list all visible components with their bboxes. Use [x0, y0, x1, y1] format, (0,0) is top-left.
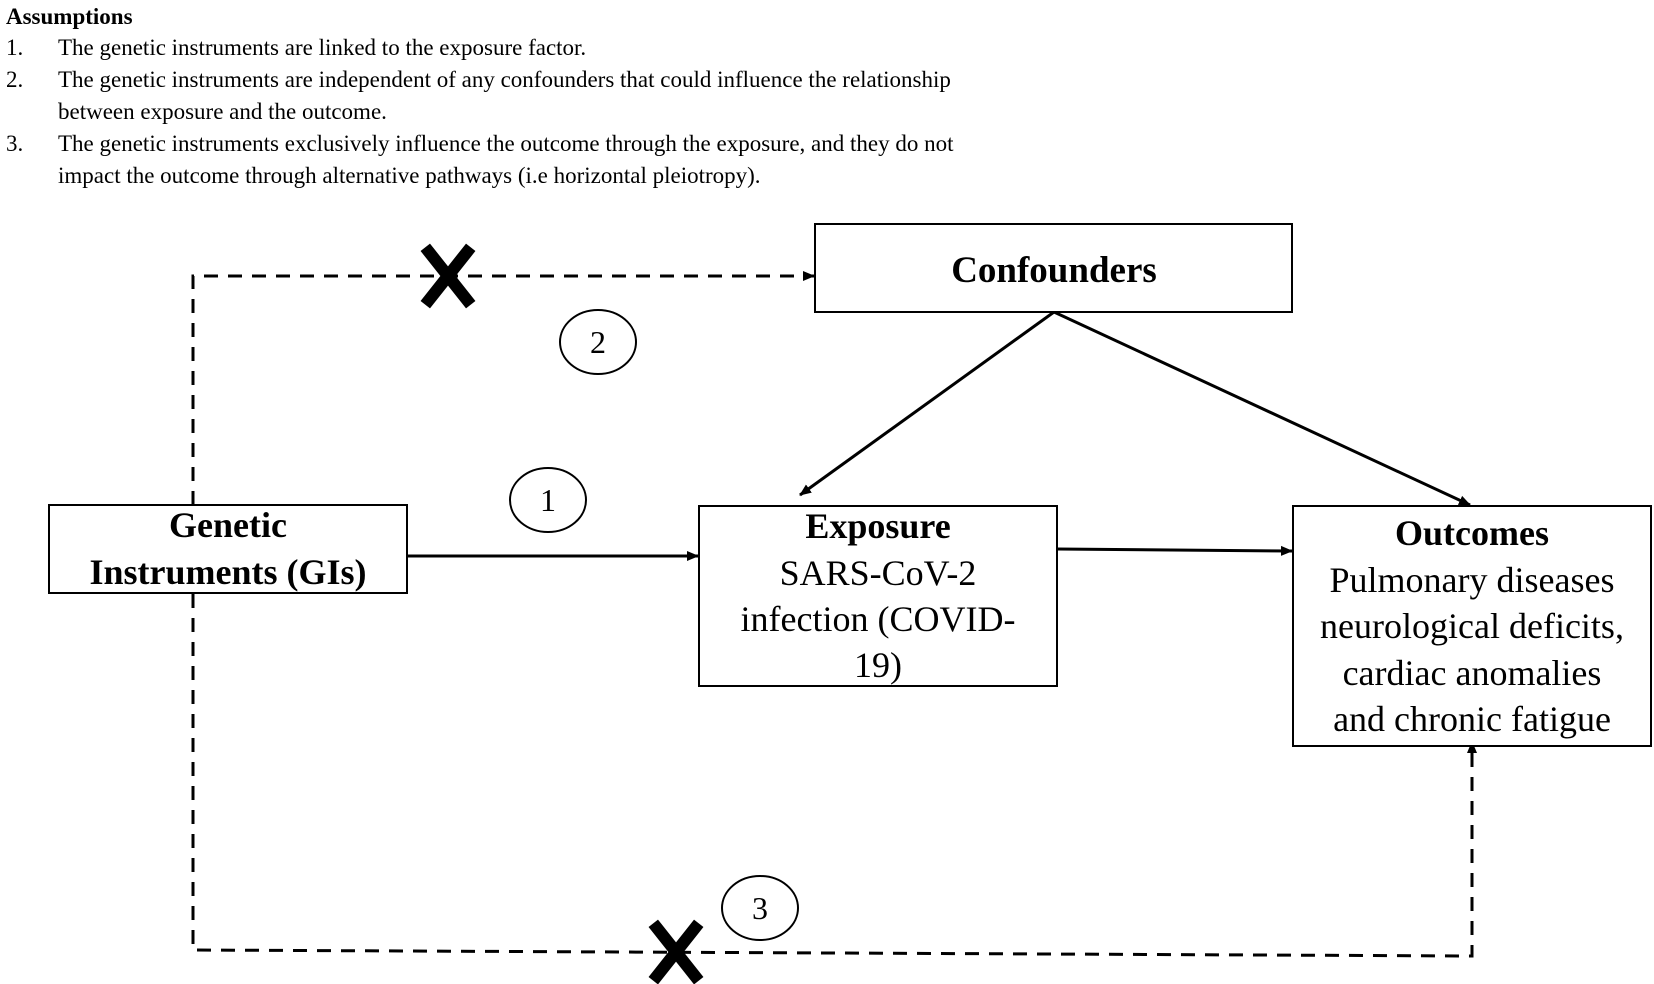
outcomes-line: neurological deficits,: [1320, 606, 1624, 646]
marker-3: [721, 875, 799, 941]
assumption-text: impact the outcome through alternative p…: [58, 163, 761, 188]
marker-3-label: 3: [752, 890, 768, 926]
dashed-path-gi-to-outcomes: [191, 594, 1477, 958]
assumption-number: 3.: [6, 131, 24, 156]
exposure-line: infection (COVID-: [741, 599, 1016, 639]
genetic-instruments-label: Instruments (GIs): [89, 552, 366, 592]
marker-2: [559, 309, 637, 375]
confounders-box: [814, 223, 1293, 313]
outcomes-line: cardiac anomalies: [1343, 653, 1602, 693]
assumption-text: The genetic instruments exclusively infl…: [58, 131, 954, 156]
outcomes-line: Pulmonary diseases: [1330, 560, 1615, 600]
genetic-instruments-label: Genetic: [169, 505, 287, 545]
marker-1-label: 1: [540, 482, 556, 518]
confounders-label: Confounders: [951, 250, 1157, 291]
marker-2-label: 2: [590, 324, 606, 360]
assumption-text: The genetic instruments are linked to th…: [58, 35, 587, 60]
outcomes-box: [1292, 505, 1652, 747]
marker-1: [509, 467, 587, 533]
arrow-confounders-to-exposure: [799, 310, 1055, 497]
assumption-text: The genetic instruments are independent …: [58, 67, 951, 92]
assumption-item-1: 1. The genetic instruments are linked to…: [6, 32, 1206, 64]
arrow-exposure-to-outcomes: [1056, 545, 1293, 556]
outcomes-line: and chronic fatigue: [1333, 699, 1611, 739]
exposure-title: Exposure: [805, 506, 950, 546]
exposure-box: [698, 505, 1058, 687]
exposure-line: SARS-CoV-2: [780, 553, 977, 593]
arrow-confounders-to-outcomes: [1053, 310, 1471, 507]
outcomes-title: Outcomes: [1395, 513, 1549, 553]
dashed-path-gi-to-confounders: [191, 271, 815, 505]
assumptions-block: Assumptions 1. The genetic instruments a…: [6, 2, 1206, 192]
blocked-x-icon: [648, 919, 704, 984]
assumptions-heading: Assumptions: [6, 4, 133, 29]
blocked-x-icon: [420, 243, 476, 309]
assumption-number: 2.: [6, 67, 24, 92]
assumption-number: 1.: [6, 35, 24, 60]
assumption-item-2: 2. The genetic instruments are independe…: [6, 64, 1206, 128]
genetic-instruments-box: [48, 504, 408, 594]
assumption-item-3: 3. The genetic instruments exclusively i…: [6, 128, 1206, 192]
assumption-text: between exposure and the outcome.: [58, 99, 387, 124]
exposure-line: 19): [854, 645, 902, 685]
